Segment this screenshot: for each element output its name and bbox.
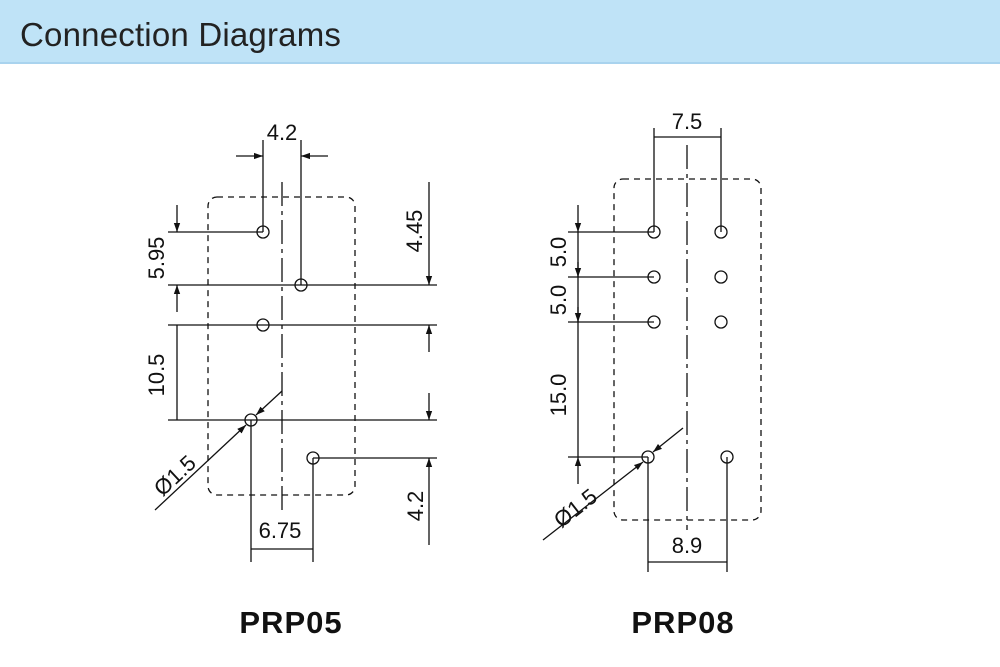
prp08-dim-diameter: Ø1.5 (549, 484, 602, 533)
prp05-dim-right-upper: 4.45 (402, 210, 427, 253)
prp05-label: PRP05 (239, 605, 342, 640)
prp08-dim-top: 7.5 (672, 109, 703, 134)
prp05-diagram (154, 140, 437, 562)
prp05-dim-left-lower: 10.5 (144, 354, 169, 397)
prp08-label: PRP08 (631, 605, 734, 640)
prp08-pin (714, 315, 728, 329)
section-title: Connection Diagrams (20, 16, 342, 53)
prp08-diagram (542, 128, 762, 572)
prp08-dim-left-2: 5.0 (546, 285, 571, 316)
prp08-dim-left-1: 5.0 (546, 237, 571, 268)
prp08-dim-left-3: 15.0 (546, 374, 571, 417)
prp05-dim-right-lower: 4.2 (403, 491, 428, 522)
prp05-outline (207, 196, 356, 496)
prp05-dim-top: 4.2 (267, 120, 298, 145)
prp08-pin (714, 270, 728, 284)
prp05-dim-left-upper: 5.95 (144, 237, 169, 280)
section-header: Connection Diagrams (0, 0, 1000, 64)
prp05-dim-bottom: 6.75 (259, 518, 302, 543)
prp05-dim-diameter: Ø1.5 (149, 450, 201, 501)
prp08-dim-bottom: 8.9 (672, 533, 703, 558)
